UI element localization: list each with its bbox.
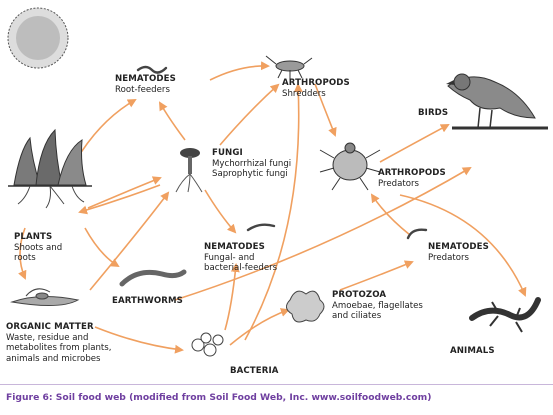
arrow-bacteria-to-nematodes-fungal — [224, 263, 240, 331]
nematode-predator-icon — [406, 228, 428, 240]
node-plants: PLANTS Shoots and roots — [14, 232, 63, 263]
sun-icon — [7, 7, 69, 69]
node-arthropods-shredders: ARTHROPODS Shredders — [282, 78, 350, 99]
arrow-plants-to-nematodes-root — [74, 99, 137, 163]
nematode-fungal-icon — [246, 223, 276, 232]
arrow-mite-to-birds — [379, 124, 450, 163]
arrow-shredders-to-mite — [314, 83, 337, 137]
node-nematodes-fungal-feeders: NEMATODES Fungal- and bacterial-feeders — [204, 242, 278, 273]
arrow-nematodes-root-to-shredders — [209, 61, 270, 81]
arrow-om-to-bacteria — [94, 326, 184, 354]
soil-food-web-diagram — [7, 7, 548, 357]
node-bacteria: BACTERIA — [230, 366, 279, 376]
arrow-earthworms-to-birds — [174, 166, 472, 301]
mite-predator-icon — [319, 142, 381, 191]
arrow-protozoa-to-nematodes-predators — [339, 260, 414, 291]
arrow-fungi-to-shredders — [219, 83, 280, 146]
arrow-bacteria-to-protozoa — [229, 308, 290, 346]
arrow-fungi-to-nematodes-root — [158, 101, 186, 141]
protozoa-icon — [286, 290, 325, 323]
arrow-fungi-to-plants — [78, 184, 161, 215]
arrow-om-to-fungi — [89, 191, 170, 291]
arrow-plants-to-earthworms — [84, 227, 120, 268]
bacteria-icon — [191, 332, 224, 357]
earthworm-icon — [119, 269, 187, 287]
node-arthropods-predators: ARTHROPODS Predators — [378, 168, 446, 189]
lizard-icon — [469, 297, 541, 333]
arrow-fungi-to-nematodes-fungal — [204, 189, 237, 234]
arrow-plants-to-fungi — [87, 176, 162, 209]
arthropod-shredder-icon — [265, 55, 313, 80]
food-web-arrows — [18, 61, 527, 354]
bird-icon — [446, 73, 548, 130]
plants-icon — [8, 128, 92, 209]
caption-bar — [0, 384, 553, 415]
node-earthworms: EARTHWORMS — [112, 296, 183, 306]
figure-caption: Figure 6: Soil food web (modified from S… — [6, 392, 432, 403]
node-birds: BIRDS — [418, 108, 449, 118]
arrow-bacteria-to-shredders — [244, 83, 303, 341]
node-protozoa: PROTOZOA Amoebae, flagellates and ciliat… — [332, 290, 423, 321]
arrow-plants-to-om — [18, 227, 27, 280]
node-nematodes-predators: NEMATODES Predators — [428, 242, 489, 263]
fungi-icon — [175, 148, 203, 193]
node-fungi: FUNGI Mychorrhizal fungi Saprophytic fun… — [212, 148, 292, 179]
organic-matter-icon — [10, 288, 80, 307]
arrow-nematodes-predators-to-mite — [370, 193, 411, 236]
nematode-root-icon — [136, 65, 168, 74]
node-nematodes-root-feeders: NEMATODES Root-feeders — [115, 74, 176, 95]
node-organic-matter: ORGANIC MATTER Waste, residue and metabo… — [6, 322, 112, 364]
arrow-mite-to-animals — [399, 194, 527, 297]
node-animals: ANIMALS — [450, 346, 495, 356]
